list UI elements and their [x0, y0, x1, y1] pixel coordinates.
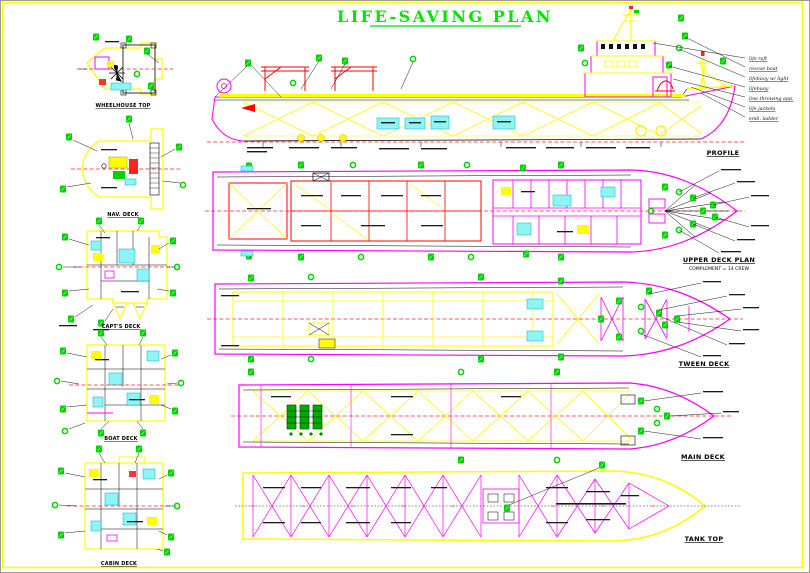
legend-item: lifebuoy w/ light [749, 76, 788, 82]
legend-item: emb. ladder [749, 116, 779, 122]
profile-microtext [247, 142, 662, 153]
upper-deck-bow-symbols [647, 169, 769, 254]
side-plan-nav-deck: NAV. DECK [59, 115, 187, 218]
side-plan-label: CABIN DECK [101, 561, 138, 567]
legend-item: life raft [749, 56, 767, 62]
cabin-deck-symbols [51, 445, 181, 556]
legend-item: life jackets [749, 106, 776, 112]
tween-deck-plan: TWEEN DECK [207, 273, 759, 368]
engine-room-machinery [286, 404, 323, 436]
superstructure [583, 40, 673, 98]
boat-deck-symbols [53, 329, 185, 437]
side-plan-label: NAV. DECK [107, 212, 139, 218]
main-deck-symbols [247, 368, 739, 464]
tank-top-engine-room [482, 461, 606, 524]
upper-deck-label: UPPER DECK PLAN [683, 256, 755, 264]
main-mast [612, 6, 639, 42]
side-plan-wheelhouse-top: WHEELHOUSE TOP [77, 33, 173, 109]
tank-top-label: TANK TOP [685, 535, 724, 543]
nav-deck-symbols [59, 115, 187, 193]
profile-equipment-symbols [214, 14, 727, 98]
upper-deck-room-microtext [247, 195, 443, 227]
page-title: LIFE-SAVING PLAN [337, 7, 553, 27]
side-plan-boat-deck: BOAT DECK [53, 329, 185, 442]
side-plan-label: WHEELHOUSE TOP [95, 103, 150, 109]
thruster-arrow [241, 104, 255, 112]
upper-deck-plan: UPPER DECK PLAN COMPLEMENT = 14 CREW [205, 161, 769, 272]
legend-item: line throwing app. [749, 96, 794, 102]
profile-view: PROFILE [207, 6, 746, 157]
legend-item: rescue boat [749, 66, 778, 72]
upper-deck-note: COMPLEMENT = 14 CREW [689, 266, 750, 272]
side-plan-cabin-deck: CABIN DECK [51, 445, 181, 567]
side-plan-label: CAPT'S DECK [102, 324, 142, 330]
legend-leaders [652, 36, 746, 118]
tween-deck-label: TWEEN DECK [679, 360, 730, 368]
fore-mast [697, 51, 727, 90]
side-plan-capts-deck: CAPT'S DECK [55, 217, 181, 331]
page-title-text: LIFE-SAVING PLAN [337, 7, 553, 26]
tween-deck-symbols [247, 273, 759, 363]
profile-tank-boxes [376, 115, 516, 130]
equipment-legend: life raft rescue boat lifebuoy w/ light … [749, 56, 794, 122]
tank-top-microtext [263, 487, 639, 524]
upper-deck-edge-symbols [240, 161, 565, 261]
main-deck-label: MAIN DECK [681, 453, 726, 461]
side-plan-label: BOAT DECK [104, 436, 138, 442]
main-deck-plan: MAIN DECK [231, 368, 739, 464]
davit-frames [261, 66, 675, 92]
profile-label: PROFILE [707, 149, 740, 157]
legend-item: lifebuoy [749, 86, 769, 92]
tank-top-plan: TANK TOP [235, 461, 741, 543]
